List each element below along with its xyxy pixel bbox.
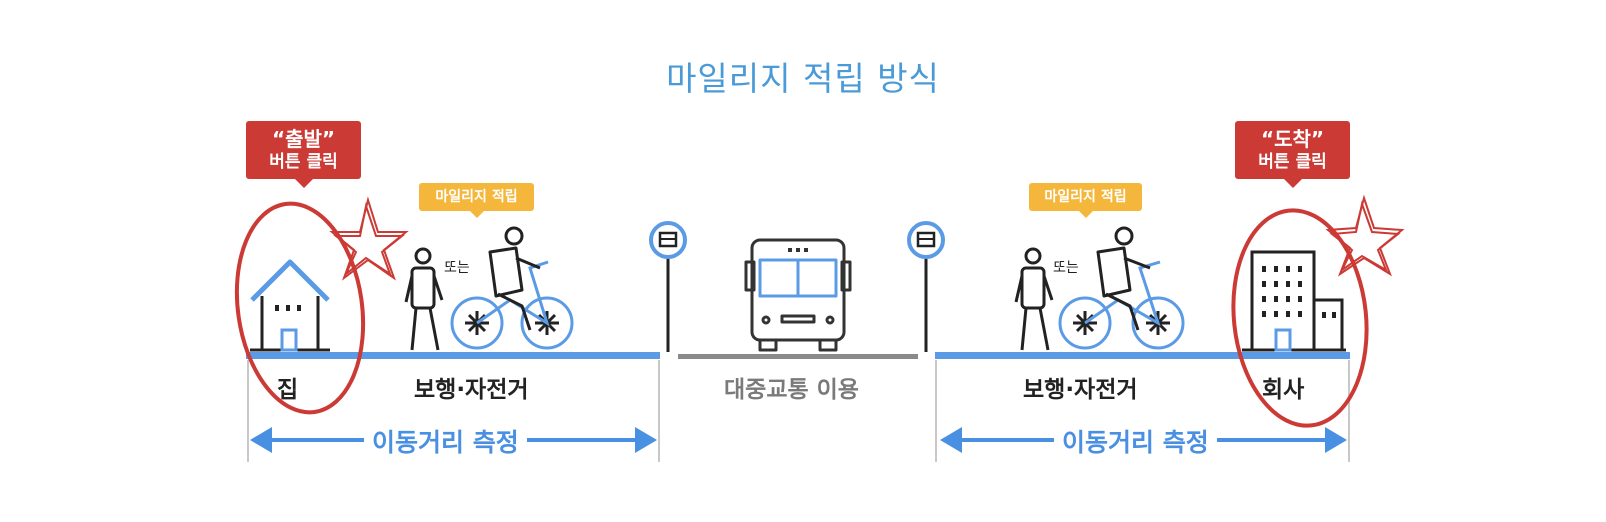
measure-label-left: 이동거리 측정 bbox=[364, 423, 527, 459]
bus-stop-sign-icon-right bbox=[907, 221, 945, 352]
end-button-callout: “도착” 버튼 클릭 bbox=[1235, 121, 1350, 188]
bicycle-rider-icon-right bbox=[1058, 226, 1185, 350]
office-building-icon bbox=[1242, 250, 1346, 352]
label-home: 집 bbox=[277, 377, 299, 403]
bicycle-rider-icon bbox=[450, 226, 574, 350]
end-callout-line2: 버튼 클릭 bbox=[1258, 152, 1327, 172]
highlight-circle-left bbox=[234, 201, 366, 415]
or-text-left: 또는 bbox=[444, 260, 470, 276]
pedestrian-icon-right bbox=[1014, 247, 1054, 351]
star-doodle-icon-right bbox=[1325, 194, 1405, 277]
road-right bbox=[935, 352, 1350, 359]
start-callout-line2: 버튼 클릭 bbox=[269, 152, 338, 172]
start-callout-line1: “출발” bbox=[271, 127, 336, 151]
bus-icon bbox=[744, 238, 852, 352]
road-transit bbox=[678, 354, 918, 359]
house-icon bbox=[250, 259, 330, 352]
bus-stop-sign-icon bbox=[649, 221, 687, 352]
mileage-tag-left: 마일리지 적립 bbox=[419, 183, 534, 218]
mileage-tag-right: 마일리지 적립 bbox=[1029, 183, 1142, 218]
measure-label-right: 이동거리 측정 bbox=[1054, 423, 1217, 459]
diagram-title: 마일리지 적립 방식 bbox=[666, 59, 940, 98]
label-transit: 대중교통 이용 bbox=[724, 377, 859, 403]
or-text-right: 또는 bbox=[1053, 260, 1079, 276]
label-walk-bike-left: 보행·자전거 bbox=[414, 377, 529, 403]
highlight-circle-right bbox=[1231, 208, 1369, 428]
start-button-callout: “출발” 버튼 클릭 bbox=[246, 121, 361, 188]
star-doodle-icon bbox=[329, 196, 409, 281]
label-company: 회사 bbox=[1262, 377, 1305, 403]
pedestrian-icon bbox=[404, 247, 444, 351]
end-callout-line1: “도착” bbox=[1260, 127, 1325, 151]
boundary-ticks bbox=[247, 360, 1350, 462]
road-left bbox=[246, 352, 660, 359]
label-walk-bike-right: 보행·자전거 bbox=[1023, 377, 1138, 403]
